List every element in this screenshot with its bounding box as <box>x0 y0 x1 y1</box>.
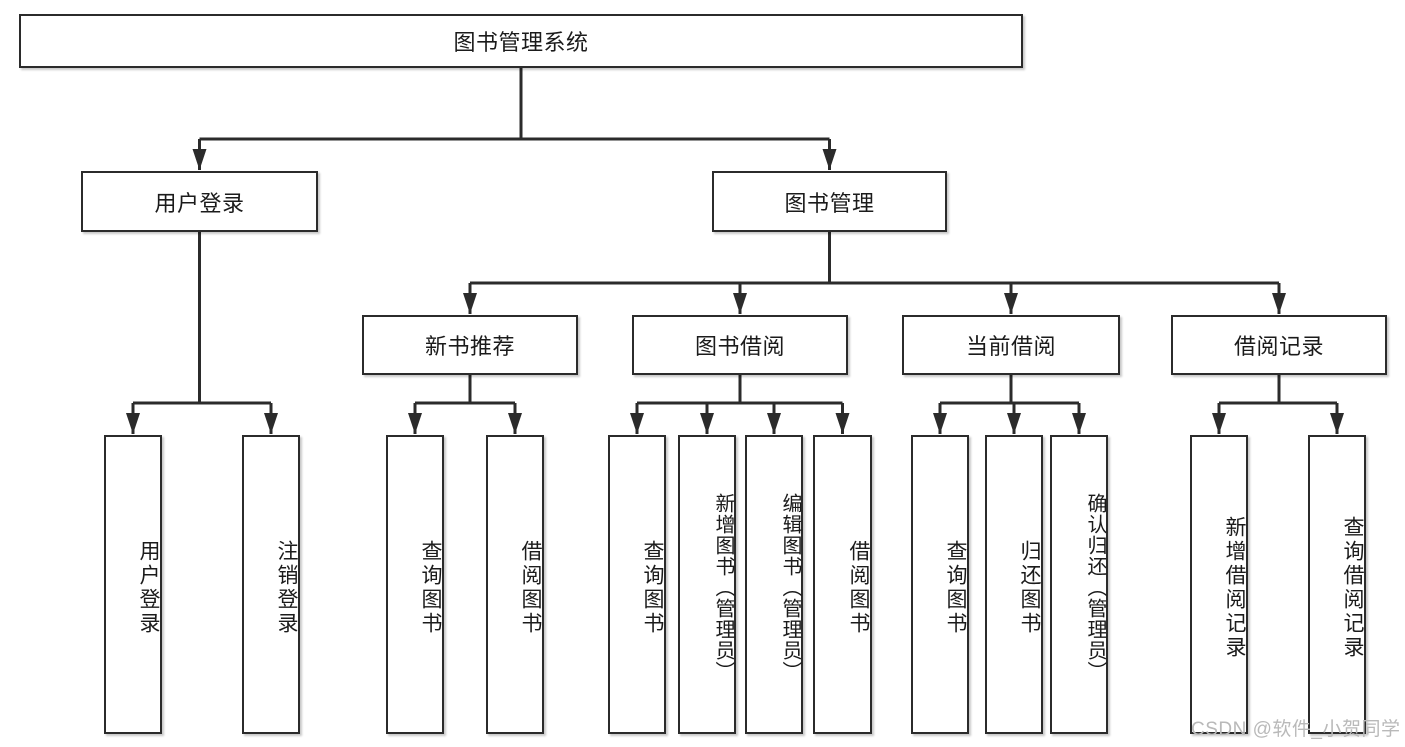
node-label: 确认归还（管理员） <box>1084 493 1106 682</box>
node-leaf-query-record: 查询借阅记录 <box>1308 435 1366 734</box>
node-label: 注销登录 <box>275 539 298 636</box>
node-label: 新增借阅记录 <box>1223 515 1246 660</box>
node-leaf-query-book-2: 查询图书 <box>608 435 666 734</box>
node-new-book-rec: 新书推荐 <box>362 315 578 375</box>
node-label: 图书管理 <box>784 190 875 216</box>
node-label: 新书推荐 <box>424 334 515 359</box>
node-current-borrow: 当前借阅 <box>902 315 1120 375</box>
node-leaf-query-book-1: 查询图书 <box>386 435 444 734</box>
node-leaf-user-login: 用户登录 <box>104 435 162 734</box>
node-leaf-logout: 注销登录 <box>242 435 300 734</box>
node-label: 借阅图书 <box>847 539 870 636</box>
node-label: 用户登录 <box>154 190 245 216</box>
node-label: 查询图书 <box>944 539 967 636</box>
node-book-manage: 图书管理 <box>712 171 947 232</box>
node-leaf-add-book: 新增图书（管理员） <box>678 435 736 734</box>
node-leaf-return-book: 归还图书 <box>985 435 1043 734</box>
node-book-borrow: 图书借阅 <box>632 315 848 375</box>
node-root: 图书管理系统 <box>19 14 1023 68</box>
node-label: 借阅记录 <box>1233 334 1324 359</box>
node-leaf-add-record: 新增借阅记录 <box>1190 435 1248 734</box>
node-label: 归还图书 <box>1018 539 1041 636</box>
node-leaf-edit-book: 编辑图书（管理员） <box>745 435 803 734</box>
node-label: 查询图书 <box>419 539 442 636</box>
node-label: 用户登录 <box>137 539 160 636</box>
node-label: 当前借阅 <box>965 334 1056 359</box>
node-user-login: 用户登录 <box>81 171 318 232</box>
node-leaf-confirm-return: 确认归还（管理员） <box>1050 435 1108 734</box>
node-label: 编辑图书（管理员） <box>779 493 801 682</box>
node-label: 借阅图书 <box>519 539 542 636</box>
node-leaf-borrow-book-2: 借阅图书 <box>813 435 872 734</box>
node-label: 查询图书 <box>641 539 664 636</box>
node-label: 查询借阅记录 <box>1341 515 1364 660</box>
node-label: 图书管理系统 <box>453 30 589 55</box>
node-borrow-record: 借阅记录 <box>1171 315 1387 375</box>
node-leaf-query-book-3: 查询图书 <box>911 435 969 734</box>
node-leaf-borrow-book-1: 借阅图书 <box>486 435 544 734</box>
node-label: 图书借阅 <box>694 334 785 359</box>
node-label: 新增图书（管理员） <box>712 493 734 682</box>
